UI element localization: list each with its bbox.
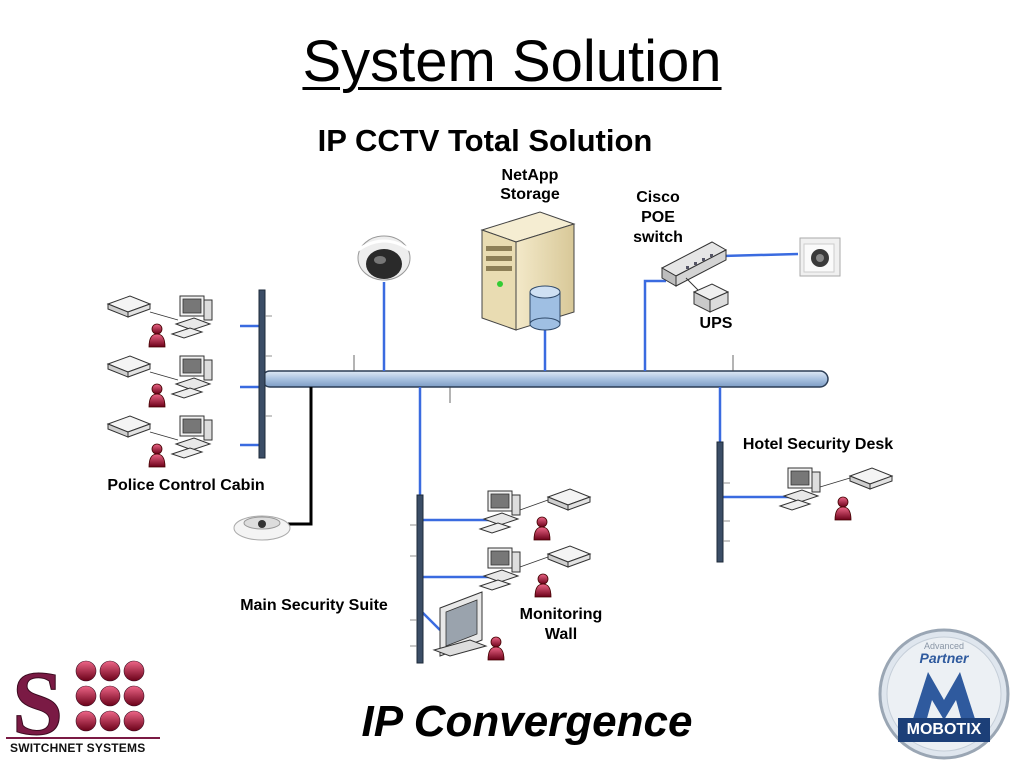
poe-switch-icon xyxy=(660,241,728,287)
police-label: Police Control Cabin xyxy=(107,477,265,494)
mobotix-advanced-text: Advanced xyxy=(923,641,965,651)
hotel-workstation xyxy=(779,467,893,521)
police-bus xyxy=(258,289,266,459)
network-backbone xyxy=(261,370,829,388)
network-links xyxy=(240,252,799,631)
ceiling-camera-link xyxy=(288,387,313,526)
ups-label: UPS xyxy=(699,315,733,332)
mobotix-camera-icon xyxy=(799,237,841,277)
mobotix-partner-text: Partner xyxy=(919,650,969,666)
monitoring-wall-icon xyxy=(432,591,505,661)
main-suite-bus xyxy=(416,494,424,664)
mobotix-brand-text: MOBOTIX xyxy=(906,721,982,738)
hotel-label: Hotel Security Desk xyxy=(742,436,894,453)
ceiling-camera-icon xyxy=(233,515,291,541)
main-suite-workstations xyxy=(479,488,591,598)
dome-camera-icon xyxy=(357,235,411,281)
main-suite-label: Main Security Suite xyxy=(240,597,388,614)
database-icon xyxy=(529,285,561,331)
switchnet-logo: S xyxy=(6,652,160,755)
mobotix-partner-badge xyxy=(878,628,1010,760)
hotel-bus xyxy=(716,441,724,563)
page-title: System Solution xyxy=(302,29,722,94)
switchnet-logo-text: SWITCHNET SYSTEMS xyxy=(10,741,146,755)
police-workstations xyxy=(107,295,213,468)
footer-slogan: IP Convergence xyxy=(361,697,693,746)
diagram-subtitle: IP CCTV Total Solution xyxy=(317,123,653,158)
ups-icon xyxy=(692,283,730,313)
